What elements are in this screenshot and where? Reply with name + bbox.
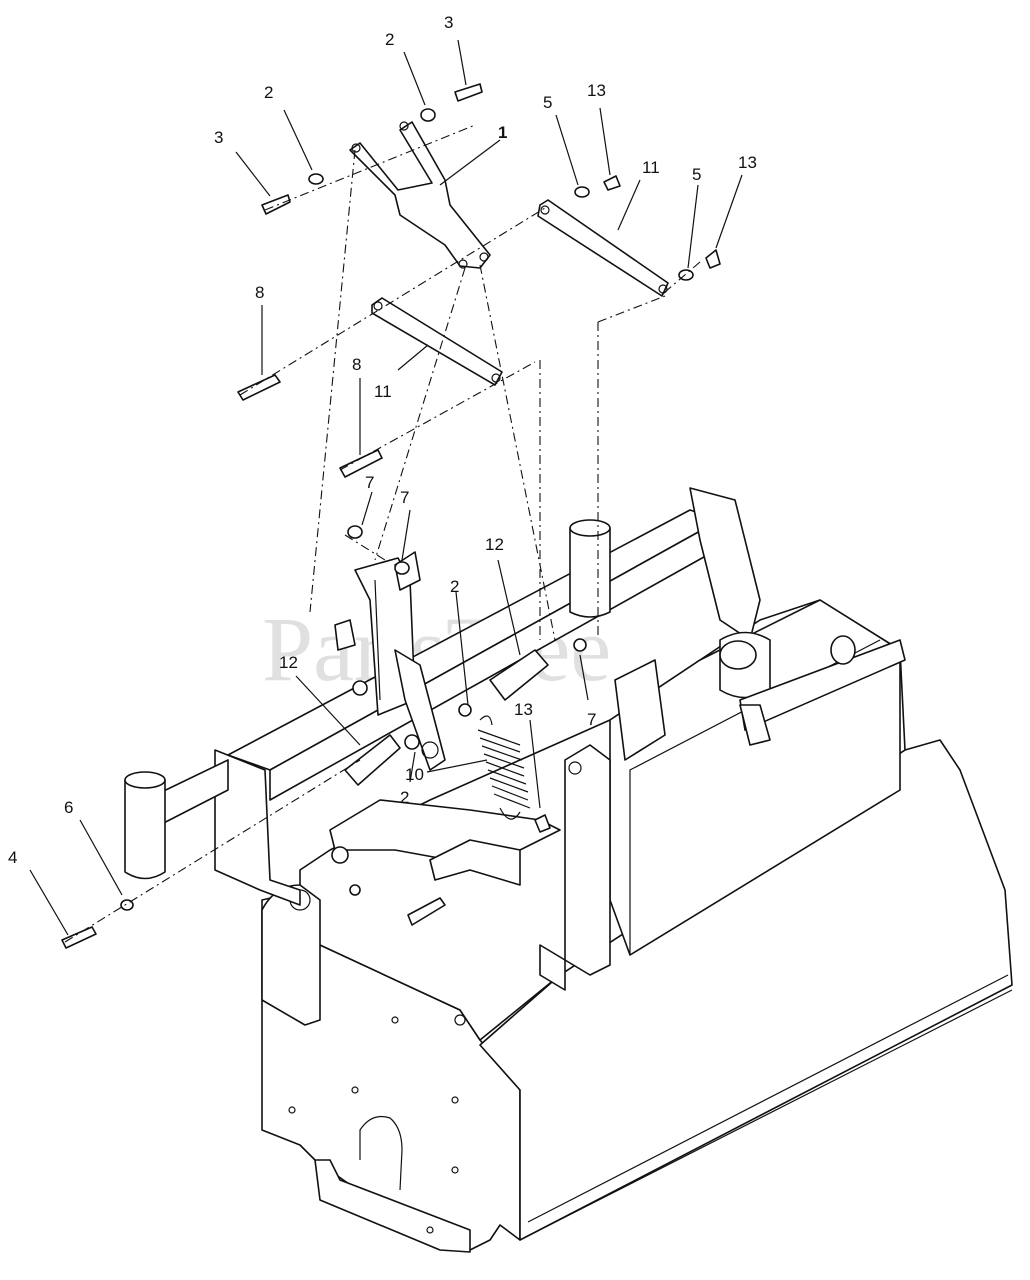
callout-6: 6 [64, 798, 73, 817]
upright-plates [539, 744, 611, 991]
callout-1: 1 [498, 123, 507, 142]
callout-8: 8 [352, 355, 361, 374]
exploded-parts [61, 83, 721, 949]
callout-7: 7 [365, 473, 374, 492]
callout-11: 11 [642, 158, 660, 177]
callout-13: 13 [738, 153, 757, 172]
leader-lines [29, 39, 743, 936]
link-part-11-lower [371, 297, 503, 386]
extension-spring [477, 715, 531, 820]
centerlines [64, 124, 701, 943]
callout-3: 3 [214, 128, 223, 147]
callout-2: 2 [400, 788, 409, 807]
callout-10: 10 [405, 765, 424, 784]
callout-2: 2 [385, 30, 394, 49]
callout-2: 2 [264, 83, 273, 102]
link-part-11-upper [537, 199, 669, 297]
callout-3: 3 [444, 13, 453, 32]
callout-12: 12 [279, 653, 298, 672]
lift-arm-part-1 [349, 121, 491, 269]
callout-5: 5 [543, 93, 552, 112]
callout-12: 12 [485, 535, 504, 554]
callout-labels: 1 2 2 2 2 3 3 4 5 5 6 7 7 7 8 8 10 11 11… [8, 13, 757, 867]
lift-linkage-assembly [329, 551, 587, 926]
callout-8: 8 [255, 283, 264, 302]
callout-7: 7 [400, 488, 409, 507]
callout-7: 7 [587, 710, 596, 729]
callout-13: 13 [587, 81, 606, 100]
cross-tube [124, 487, 906, 880]
callout-13: 13 [514, 700, 533, 719]
callout-11: 11 [374, 382, 392, 401]
callout-2: 2 [450, 577, 459, 596]
callout-5: 5 [692, 165, 701, 184]
left-mount-plate [214, 749, 321, 1026]
callout-4: 4 [8, 848, 17, 867]
